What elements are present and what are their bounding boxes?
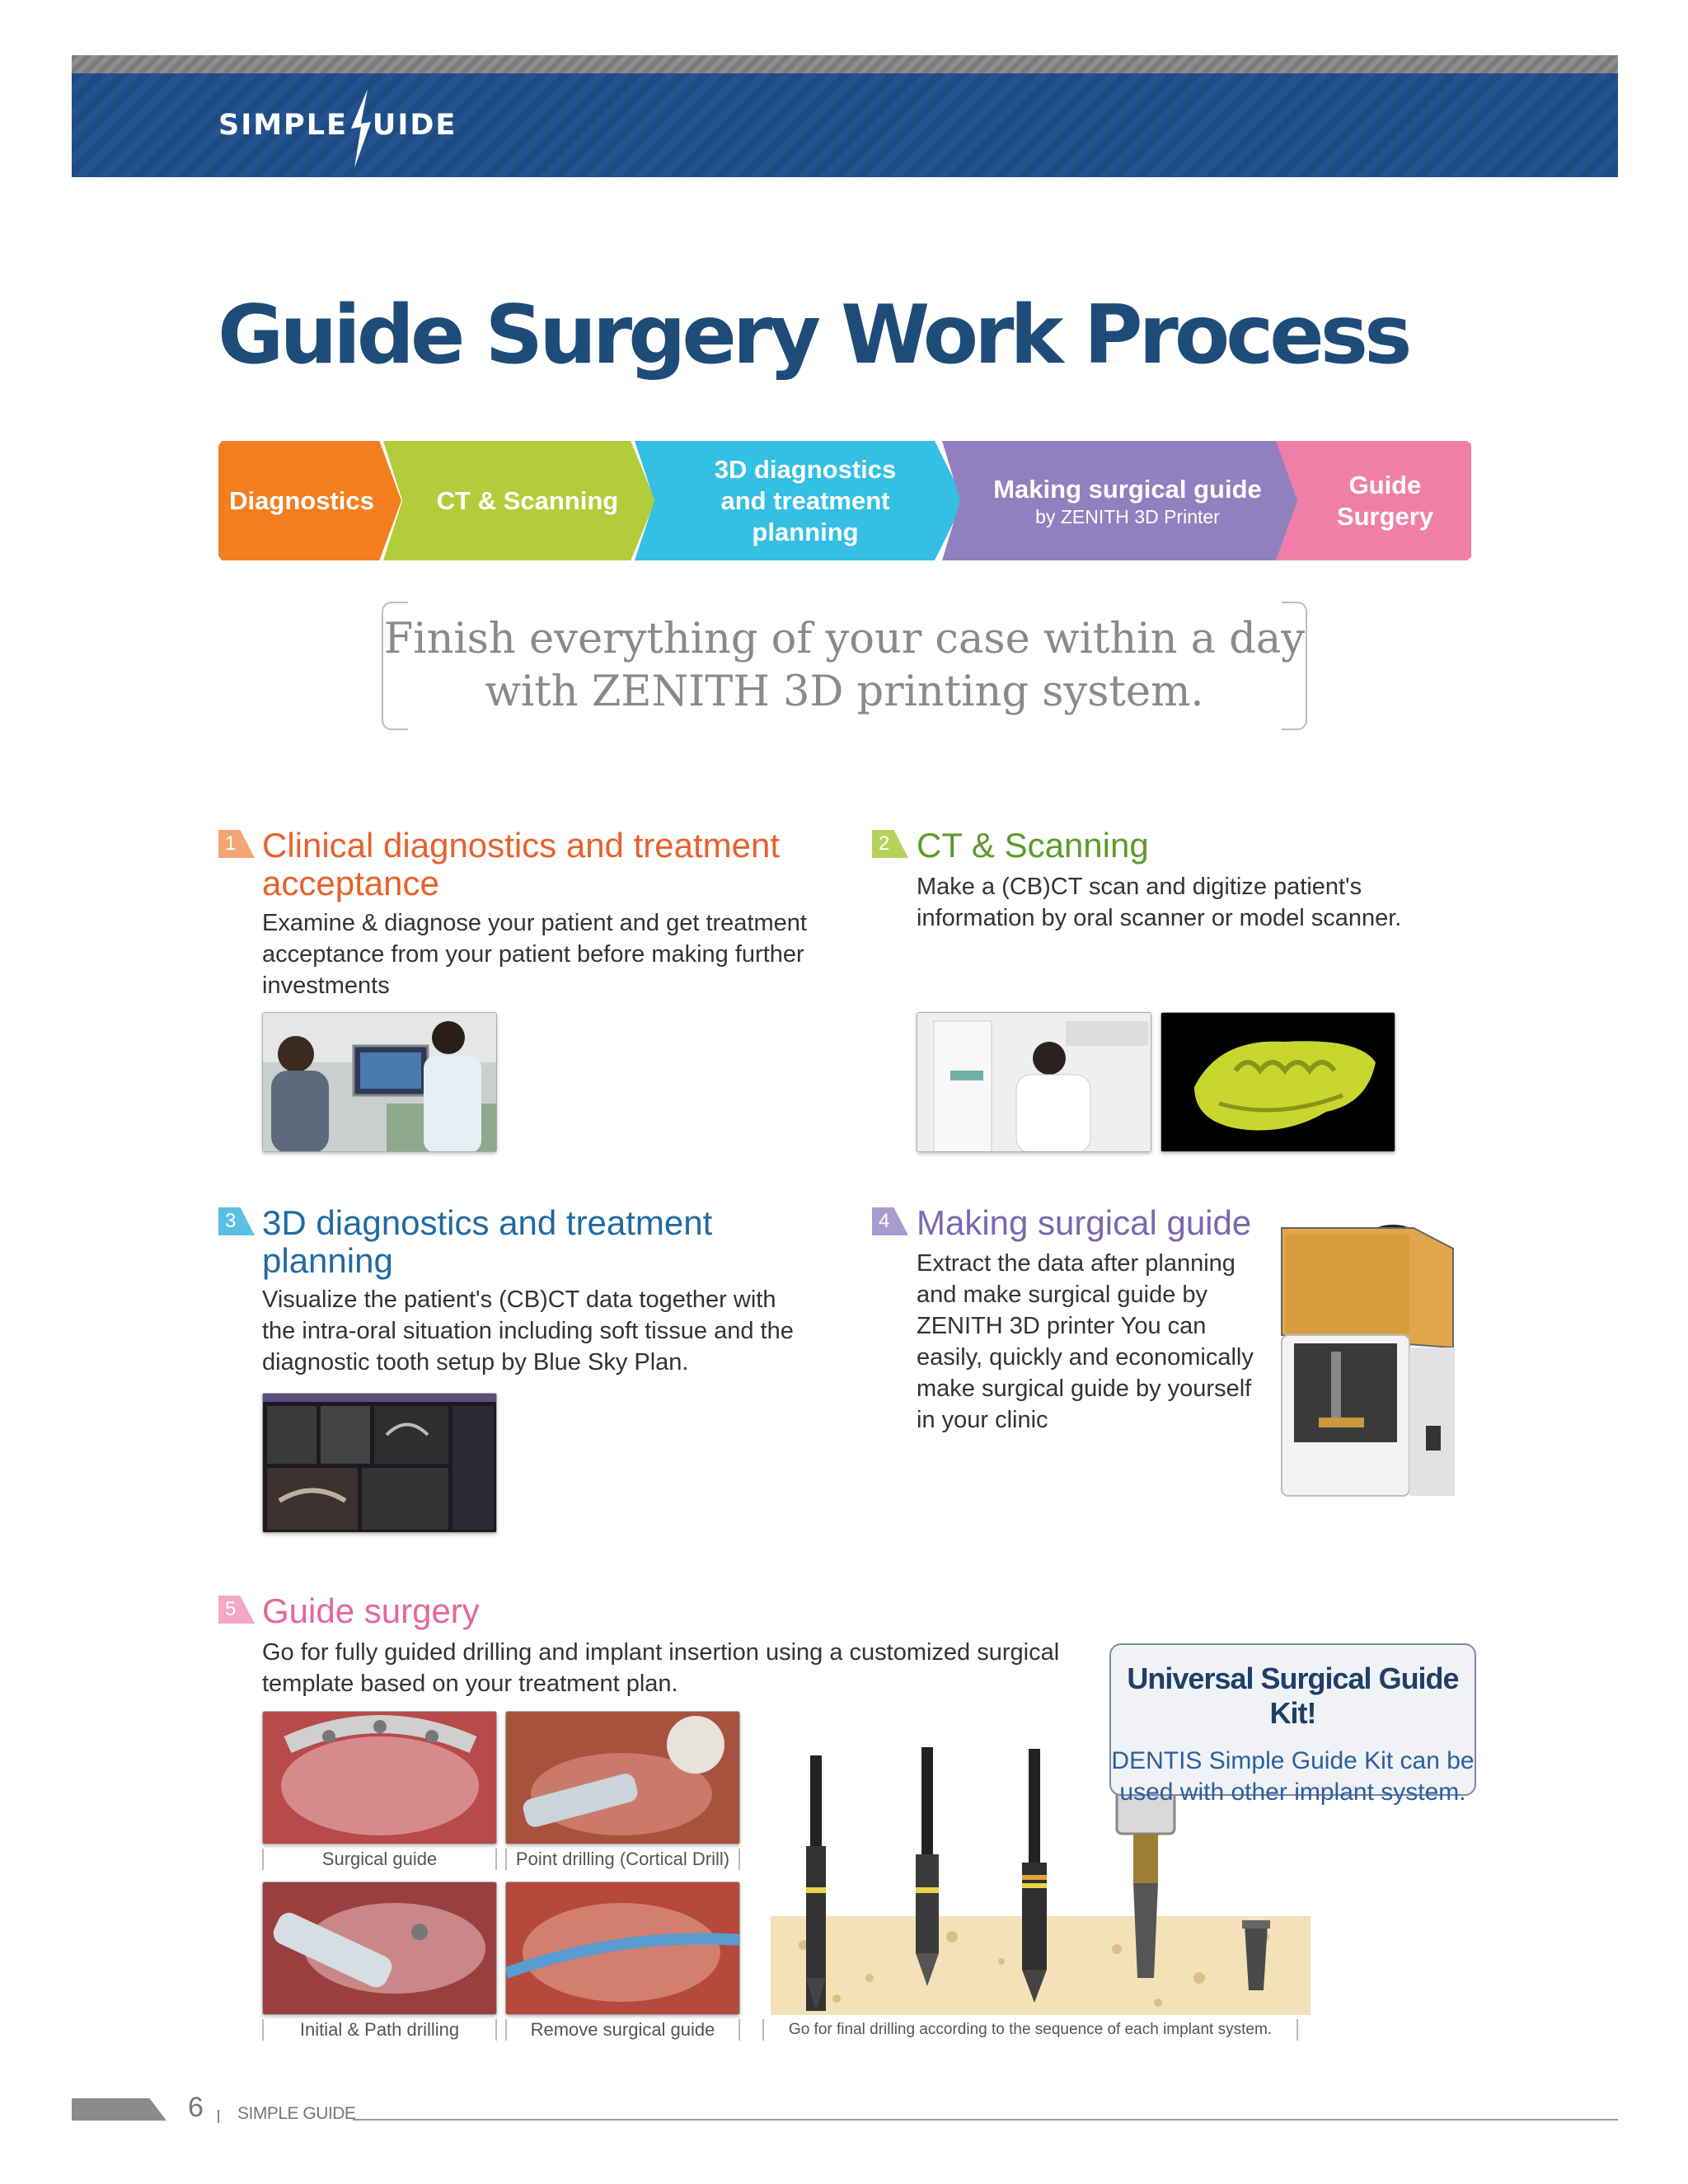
tagline-line-2: with ZENITH 3D printing system. — [485, 668, 1204, 716]
section-number-5: 5 — [218, 1596, 255, 1624]
flow-step-ct-scanning: CT & Scanning — [383, 441, 655, 560]
header-band: SIMPLE UIDE — [72, 73, 1618, 177]
section-title-4: Making surgical guide — [917, 1203, 1252, 1242]
flow-step-diagnostics: Diagnostics — [218, 441, 401, 560]
tagline-box: Finish everything of your case within a … — [382, 600, 1307, 732]
flow-step-3d-planning: 3D diagnostics and treatment planning — [635, 441, 964, 560]
footer-label: SIMPLE GUIDE — [237, 2104, 356, 2123]
tagline-line-1: Finish everything of your case within a … — [383, 615, 1306, 663]
section-title-5: Guide surgery — [262, 1591, 480, 1630]
ct-scanner-photo — [917, 1012, 1151, 1152]
caption-surgical-guide: Surgical guide — [262, 1849, 497, 1870]
caption-final-drilling: Go for final drilling according to the s… — [762, 2019, 1298, 2041]
kit-body: DENTIS Simple Guide Kit can be used with… — [1111, 1747, 1475, 1806]
section-number-3: 3 — [218, 1207, 255, 1235]
kit-title: Universal Surgical Guide Kit! — [1127, 1661, 1459, 1730]
section-title-1: Clinical diagnostics and treatment accep… — [262, 826, 780, 902]
caption-initial-drilling: Initial & Path drilling — [262, 2019, 497, 2041]
section-body-1: Examine & diagnose your patient and get … — [262, 910, 807, 999]
brand-text-right: UIDE — [372, 109, 457, 142]
flow-step-guide-surgery: Guide Surgery — [1276, 441, 1471, 560]
section-body-4: Extract the data after planning and make… — [917, 1250, 1254, 1433]
drill-sequence-illustration — [771, 1739, 1311, 2015]
section-body-3: Visualize the patient's (CB)CT data toge… — [262, 1286, 794, 1376]
section-title-2: CT & Scanning — [917, 826, 1149, 865]
section-number-2: 2 — [872, 830, 908, 858]
caption-point-drilling: Point drilling (Cortical Drill) — [505, 1849, 740, 1870]
dental-scan-photo — [1160, 1012, 1395, 1152]
page-number: 6 — [188, 2092, 204, 2123]
process-flow: Diagnostics CT & Scanning 3D diagnostics… — [218, 441, 1471, 560]
drill-2-icon — [916, 1747, 939, 1986]
consultation-photo — [262, 1012, 497, 1152]
initial-drilling-photo — [262, 1882, 497, 2015]
flow-step-label: Diagnostics — [229, 485, 374, 515]
section-body-5: Go for fully guided drilling and implant… — [262, 1639, 1060, 1697]
zenith-3d-printer-image — [1273, 1220, 1459, 1500]
footer-separator — [218, 2110, 219, 2123]
flow-step-sublabel: by ZENITH 3D Printer — [1035, 505, 1220, 527]
section-title-3: 3D diagnostics and treatment planning — [262, 1203, 713, 1280]
drill-1-icon — [806, 1755, 826, 2011]
page-title: Guide Surgery Work Process — [218, 288, 1412, 382]
flow-step-label: Guide Surgery — [1336, 470, 1434, 531]
implant-fixture-icon — [1242, 1920, 1270, 1990]
caption-remove-guide: Remove surgical guide — [505, 2019, 740, 2041]
lightning-icon — [350, 89, 371, 168]
planning-software-photo — [262, 1393, 497, 1533]
brand-text-left: SIMPLE — [218, 109, 348, 142]
flow-step-label: CT & Scanning — [436, 485, 619, 515]
point-drilling-photo — [505, 1711, 740, 1844]
surgical-guide-photo — [262, 1711, 497, 1844]
flow-step-label: 3D diagnostics and treatment planning — [714, 454, 897, 546]
brand-logo: SIMPLE UIDE — [218, 89, 457, 168]
implant-driver-icon — [1115, 1787, 1176, 1978]
footer-bar — [72, 2098, 166, 2121]
header-stripe — [72, 55, 1618, 73]
remove-guide-photo — [505, 1882, 740, 2015]
section-number-1: 1 — [218, 830, 255, 858]
flow-step-label: Making surgical guide — [993, 474, 1262, 504]
drill-3-icon — [1022, 1749, 1047, 2003]
section-number-4: 4 — [872, 1207, 908, 1235]
footer-rule — [353, 2119, 1618, 2121]
section-body-2: Make a (CB)CT scan and digitize patient'… — [917, 874, 1402, 931]
universal-kit-callout: Universal Surgical Guide Kit! DENTIS Sim… — [1109, 1643, 1476, 1806]
